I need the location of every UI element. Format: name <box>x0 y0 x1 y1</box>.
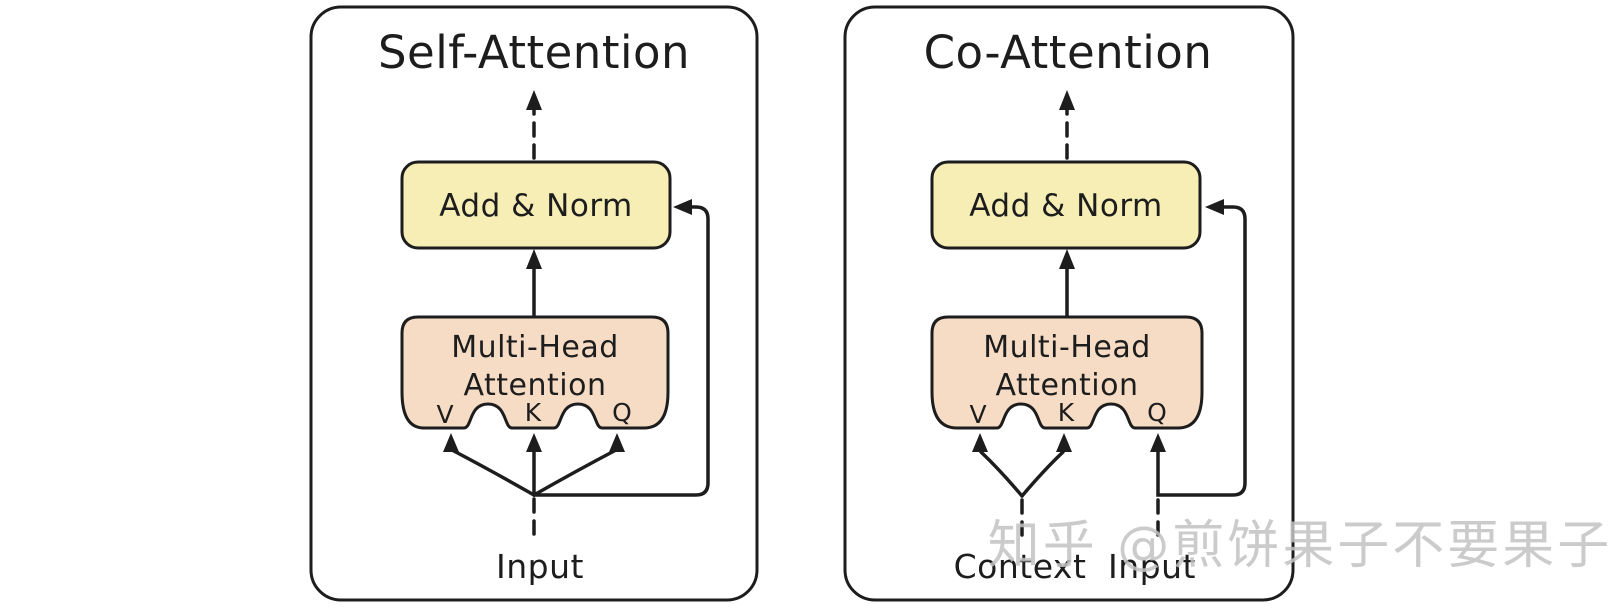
add-norm-box <box>400 160 672 250</box>
input-label: Input <box>1108 547 1196 586</box>
mha-label-line1: Multi-Head <box>983 330 1151 365</box>
context-branches <box>978 445 1066 498</box>
add-norm-box <box>930 160 1202 250</box>
panel-border <box>843 5 1295 602</box>
k-arrowhead <box>1056 433 1072 452</box>
add-norm-label: Add & Norm <box>439 188 632 224</box>
watermark: 知乎 @煎饼果子不要果子 <box>988 516 1613 576</box>
v-arrowhead <box>443 433 459 452</box>
self-attention-panel: Self-Attention Add & Norm Multi-Head Att… <box>309 5 759 602</box>
output-arrowhead <box>526 90 542 110</box>
add-norm-label: Add & Norm <box>969 188 1162 224</box>
mha-label-line1: Multi-Head <box>451 330 619 365</box>
residual-arrowhead <box>673 199 692 215</box>
v-port-label: V <box>436 400 453 429</box>
q-arrowhead <box>1150 433 1166 452</box>
mha-to-addnorm-arrowhead <box>1059 249 1075 269</box>
co-attention-panel: Co-Attention Add & Norm Multi-Head Atten… <box>843 5 1295 602</box>
multi-head-attention-box <box>400 315 670 430</box>
mha-label-line2: Attention <box>996 368 1139 403</box>
context-label: Context <box>954 547 1087 586</box>
output-arrowhead <box>1059 90 1075 110</box>
panel-title: Co-Attention <box>924 26 1213 79</box>
input-q-and-residual-line <box>1156 205 1247 497</box>
residual-connection-line <box>532 205 710 497</box>
residual-arrowhead <box>1205 199 1224 215</box>
v-port-label: V <box>969 400 986 429</box>
panel-title: Self-Attention <box>378 26 690 79</box>
context-to-v-line <box>978 445 1024 498</box>
k-arrowhead <box>526 433 542 452</box>
input-label: Input <box>496 547 584 586</box>
q-arrowhead <box>609 433 625 452</box>
mha-to-addnorm-arrowhead <box>526 249 542 269</box>
k-port-label: K <box>525 398 542 427</box>
v-arrowhead <box>972 433 988 452</box>
mha-label-line2: Attention <box>464 368 607 403</box>
q-port-label: Q <box>1147 398 1167 427</box>
q-port-label: Q <box>612 398 632 427</box>
multi-head-attention-box <box>930 315 1204 430</box>
context-to-k-line <box>1020 445 1066 498</box>
k-port-label: K <box>1058 398 1075 427</box>
